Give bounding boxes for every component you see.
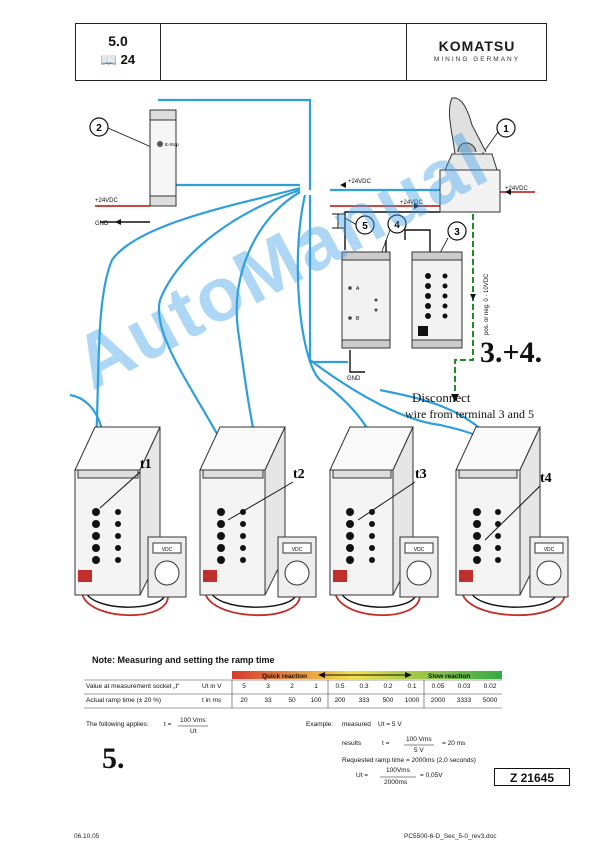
svg-text:GND: GND [347,376,361,382]
measure-unit-t1: VDC t1 [74,426,187,598]
logo-subtitle: MINING GERMANY [433,56,521,63]
test-point-t4: t4 [540,471,552,486]
svg-text:pos. or neg. 0 - 10VDC: pos. or neg. 0 - 10VDC [484,273,490,335]
disconnect-line-1: Disconnect [412,390,471,405]
slow-reaction-label: Slow reaction [428,673,470,680]
red-wires [81,191,566,617]
callout-1: 1 [503,124,509,135]
row1-label: Value at measurement socket „t“ [86,683,180,690]
callout-2: 2 [96,123,102,134]
measure-unit-t3: VDC t3 [329,426,439,598]
svg-text:+24VDC: +24VDC [505,186,529,192]
book-icon: 📖 [100,52,118,67]
svg-text:+24VDC: +24VDC [348,179,372,185]
svg-text:VDC: VDC [414,547,425,553]
green-signal-wire [454,205,474,400]
wire-labels: +24VDC +24VDC +24VDC +24VDC GND GND pos.… [95,179,529,382]
callout-circles: 2 1 3 4 5 [89,117,516,241]
test-point-t2: t2 [293,467,305,482]
page-number: 📖 24 [100,52,136,67]
test-point-t3: t3 [415,467,427,482]
callout-3: 3 [454,227,460,238]
logo-cell: KOMATSU MINING GERMANY [406,24,547,80]
step-5-label: 5. [102,742,125,775]
test-point-t1: t1 [140,457,152,472]
switch-5 [332,213,345,229]
svg-text:GND: GND [95,221,109,227]
figure-id: Z 21645 [494,768,570,786]
joystick [439,97,501,213]
svg-text:+24VDC: +24VDC [95,198,119,204]
flow-arrows [115,182,511,402]
example-label: Example: [306,721,334,728]
ramp-module-3 [411,251,463,349]
section-cell: 5.0 📖 24 [76,24,161,80]
page-header: 5.0 📖 24 KOMATSU MINING GERMANY [75,23,547,81]
measure-unit-t2: VDC t2 [199,426,317,598]
footer-doc: PC5500-6-D_Sec_5-0_rev3.doc [404,833,497,840]
svg-text:A: A [356,286,360,292]
footer-date: 06.10.05 [74,833,100,840]
svg-text:VDC: VDC [162,547,173,553]
callout-4: 4 [394,220,400,231]
disconnect-line-2: wire from terminal 3 and 5 [405,407,534,421]
ramp-table-lines [84,679,502,709]
row1-unit: Ut in V [202,683,222,690]
row2-unit: t in ms [202,697,222,704]
applies-label: The following applies: [86,721,149,728]
komatsu-logo: KOMATSU [438,38,516,54]
step-3-4-label: 3.+4. [480,336,542,369]
amplifier-module-4: A B [341,251,391,349]
estop-relay: E-Stop [149,109,179,207]
row2-label: Actual ramp time (± 20 %) [86,697,162,704]
svg-text:+24VDC: +24VDC [400,200,424,206]
blue-wires [69,98,516,471]
svg-text:B: B [356,316,360,322]
svg-text:VDC: VDC [544,547,555,553]
svg-text:VDC: VDC [292,547,303,553]
svg-text:E-Stop: E-Stop [165,142,179,147]
fraction-bars [178,725,434,778]
quick-reaction-label: Quick reaction [262,673,307,680]
measurement-note: Note: Measuring and setting the ramp tim… [92,655,275,665]
measure-unit-t4: VDC t4 [455,426,569,598]
section-number: 5.0 [108,33,128,49]
callout-5: 5 [362,221,368,232]
